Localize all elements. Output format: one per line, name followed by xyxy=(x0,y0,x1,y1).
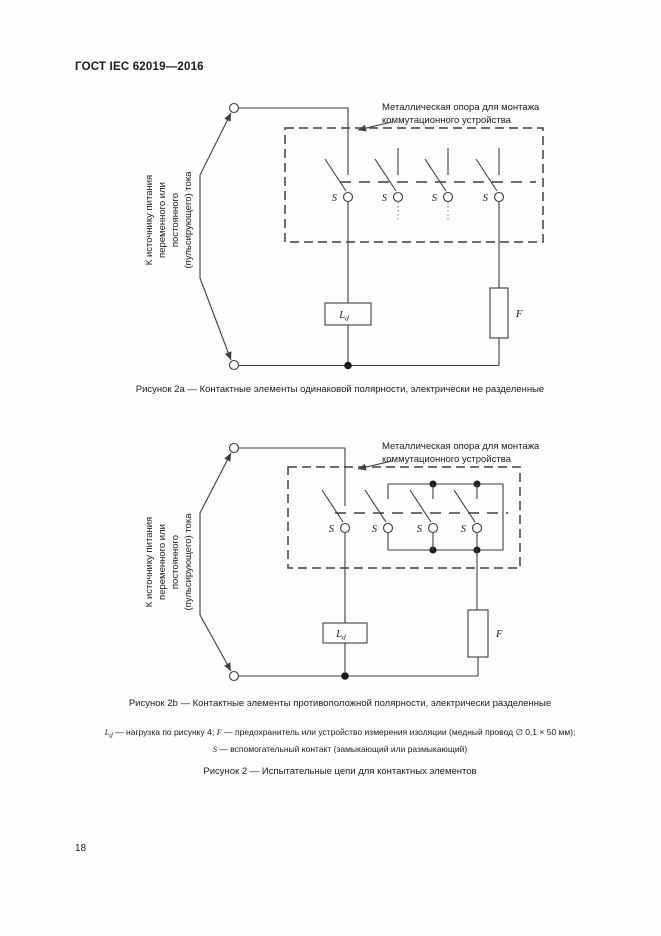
svg-text:S: S xyxy=(432,193,438,204)
legend-load-text: — нагрузка по рисунку 4; xyxy=(112,727,217,737)
svg-text:Ld: Ld xyxy=(338,310,349,323)
svg-text:Металлическая опора для монтаж: Металлическая опора для монтажа xyxy=(382,102,540,113)
svg-text:переменного или: переменного или xyxy=(157,524,168,600)
svg-text:К источнику питания: К источнику питания xyxy=(144,175,155,265)
caption-figure-2: Рисунок 2 — Испытательные цепи для конта… xyxy=(203,766,477,777)
support-leader-arrow-2a xyxy=(357,121,393,132)
figure-2b-diagram: К источнику питания переменного или пост… xyxy=(144,441,540,682)
source-label-2b: К источнику питания переменного или пост… xyxy=(144,513,194,611)
mounting-support-box-2b xyxy=(287,466,521,569)
legend-aux-symbol: S xyxy=(212,744,217,754)
legend-fuse-text: — предохранитель или устройство измерени… xyxy=(221,727,576,737)
support-label-2a: Металлическая опора для монтажа коммутац… xyxy=(357,102,540,132)
svg-text:переменного или: переменного или xyxy=(157,182,168,258)
svg-text:К источнику питания: К источнику питания xyxy=(144,517,155,607)
load-box-2b: Ld xyxy=(322,622,368,672)
document-header: ГОСТ IEC 62019—2016 xyxy=(75,61,204,73)
support-label-2b: Металлическая опора для монтажа коммутац… xyxy=(357,441,540,471)
svg-text:Металлическая опора для монтаж: Металлическая опора для монтажа xyxy=(382,441,540,452)
svg-text:S: S xyxy=(483,193,489,204)
fuse-box-2b: F xyxy=(467,550,503,676)
svg-text:F: F xyxy=(495,629,503,640)
svg-text:S: S xyxy=(417,524,423,535)
switch-s3-2b: S xyxy=(409,484,439,550)
legend-load-sub: d xyxy=(109,731,113,740)
svg-text:S: S xyxy=(372,524,378,535)
legend-load-symbol: L xyxy=(104,727,110,737)
svg-text:(пульсирующего) тока: (пульсирующего) тока xyxy=(183,171,194,269)
svg-text:Ld: Ld xyxy=(335,629,346,642)
legend-aux-text: — вспомогательный контакт (замыкающий ил… xyxy=(217,744,468,754)
support-leader-arrow-2b xyxy=(357,460,393,471)
source-connection-arrow-2b xyxy=(199,452,232,672)
switch-s2-2b: S xyxy=(364,489,394,535)
switch-s4-2a: S xyxy=(475,148,505,288)
legend-line-2: S — вспомогательный контакт (замыкающий … xyxy=(15,744,661,754)
top-wire-2b xyxy=(238,447,346,506)
legend-fuse-symbol: F xyxy=(216,727,222,737)
caption-figure-2a: Рисунок 2а — Контактные элементы одинако… xyxy=(135,384,545,395)
svg-text:S: S xyxy=(382,193,388,204)
bottom-terminal-2b xyxy=(228,670,240,682)
svg-text:коммутационного устройства: коммутационного устройства xyxy=(382,454,512,465)
switch-s1-2b: S xyxy=(321,489,351,623)
junction-dot-2a xyxy=(344,361,352,370)
svg-text:постоянного: постоянного xyxy=(170,535,181,589)
switch-s3-2a: S xyxy=(424,148,454,220)
fuse-box-2a: F xyxy=(489,287,523,366)
top-terminal-2a xyxy=(228,102,240,114)
switch-s2-2a: S xyxy=(374,148,404,220)
junction-dot-2b xyxy=(341,672,349,680)
top-terminal-2b xyxy=(228,442,240,454)
switch-s1-2a: S xyxy=(324,158,354,303)
svg-text:(пульсирующего) тока: (пульсирующего) тока xyxy=(183,513,194,611)
bottom-terminal-2a xyxy=(228,359,240,371)
mounting-support-box-2a xyxy=(284,127,544,243)
parallel-bus-2b xyxy=(387,480,504,554)
page-number: 18 xyxy=(75,843,87,854)
svg-text:постоянного: постоянного xyxy=(170,193,181,247)
svg-text:S: S xyxy=(461,524,467,535)
svg-text:F: F xyxy=(515,309,523,320)
caption-figure-2b: Рисунок 2b — Контактные элементы противо… xyxy=(128,698,552,709)
top-wire-2a xyxy=(238,107,349,175)
legend-line-1: Ld — нагрузка по рисунку 4; F — предохра… xyxy=(15,727,661,740)
svg-text:S: S xyxy=(332,193,338,204)
load-box-2a: Ld xyxy=(324,302,372,362)
source-label-2a: К источнику питания переменного или пост… xyxy=(144,171,194,269)
svg-text:S: S xyxy=(329,524,335,535)
source-connection-arrow-2a xyxy=(199,112,232,361)
svg-text:коммутационного устройства: коммутационного устройства xyxy=(382,115,512,126)
figure-2a-diagram: К источнику питания переменного или пост… xyxy=(144,102,544,371)
switch-s4-2b: S xyxy=(453,484,483,550)
